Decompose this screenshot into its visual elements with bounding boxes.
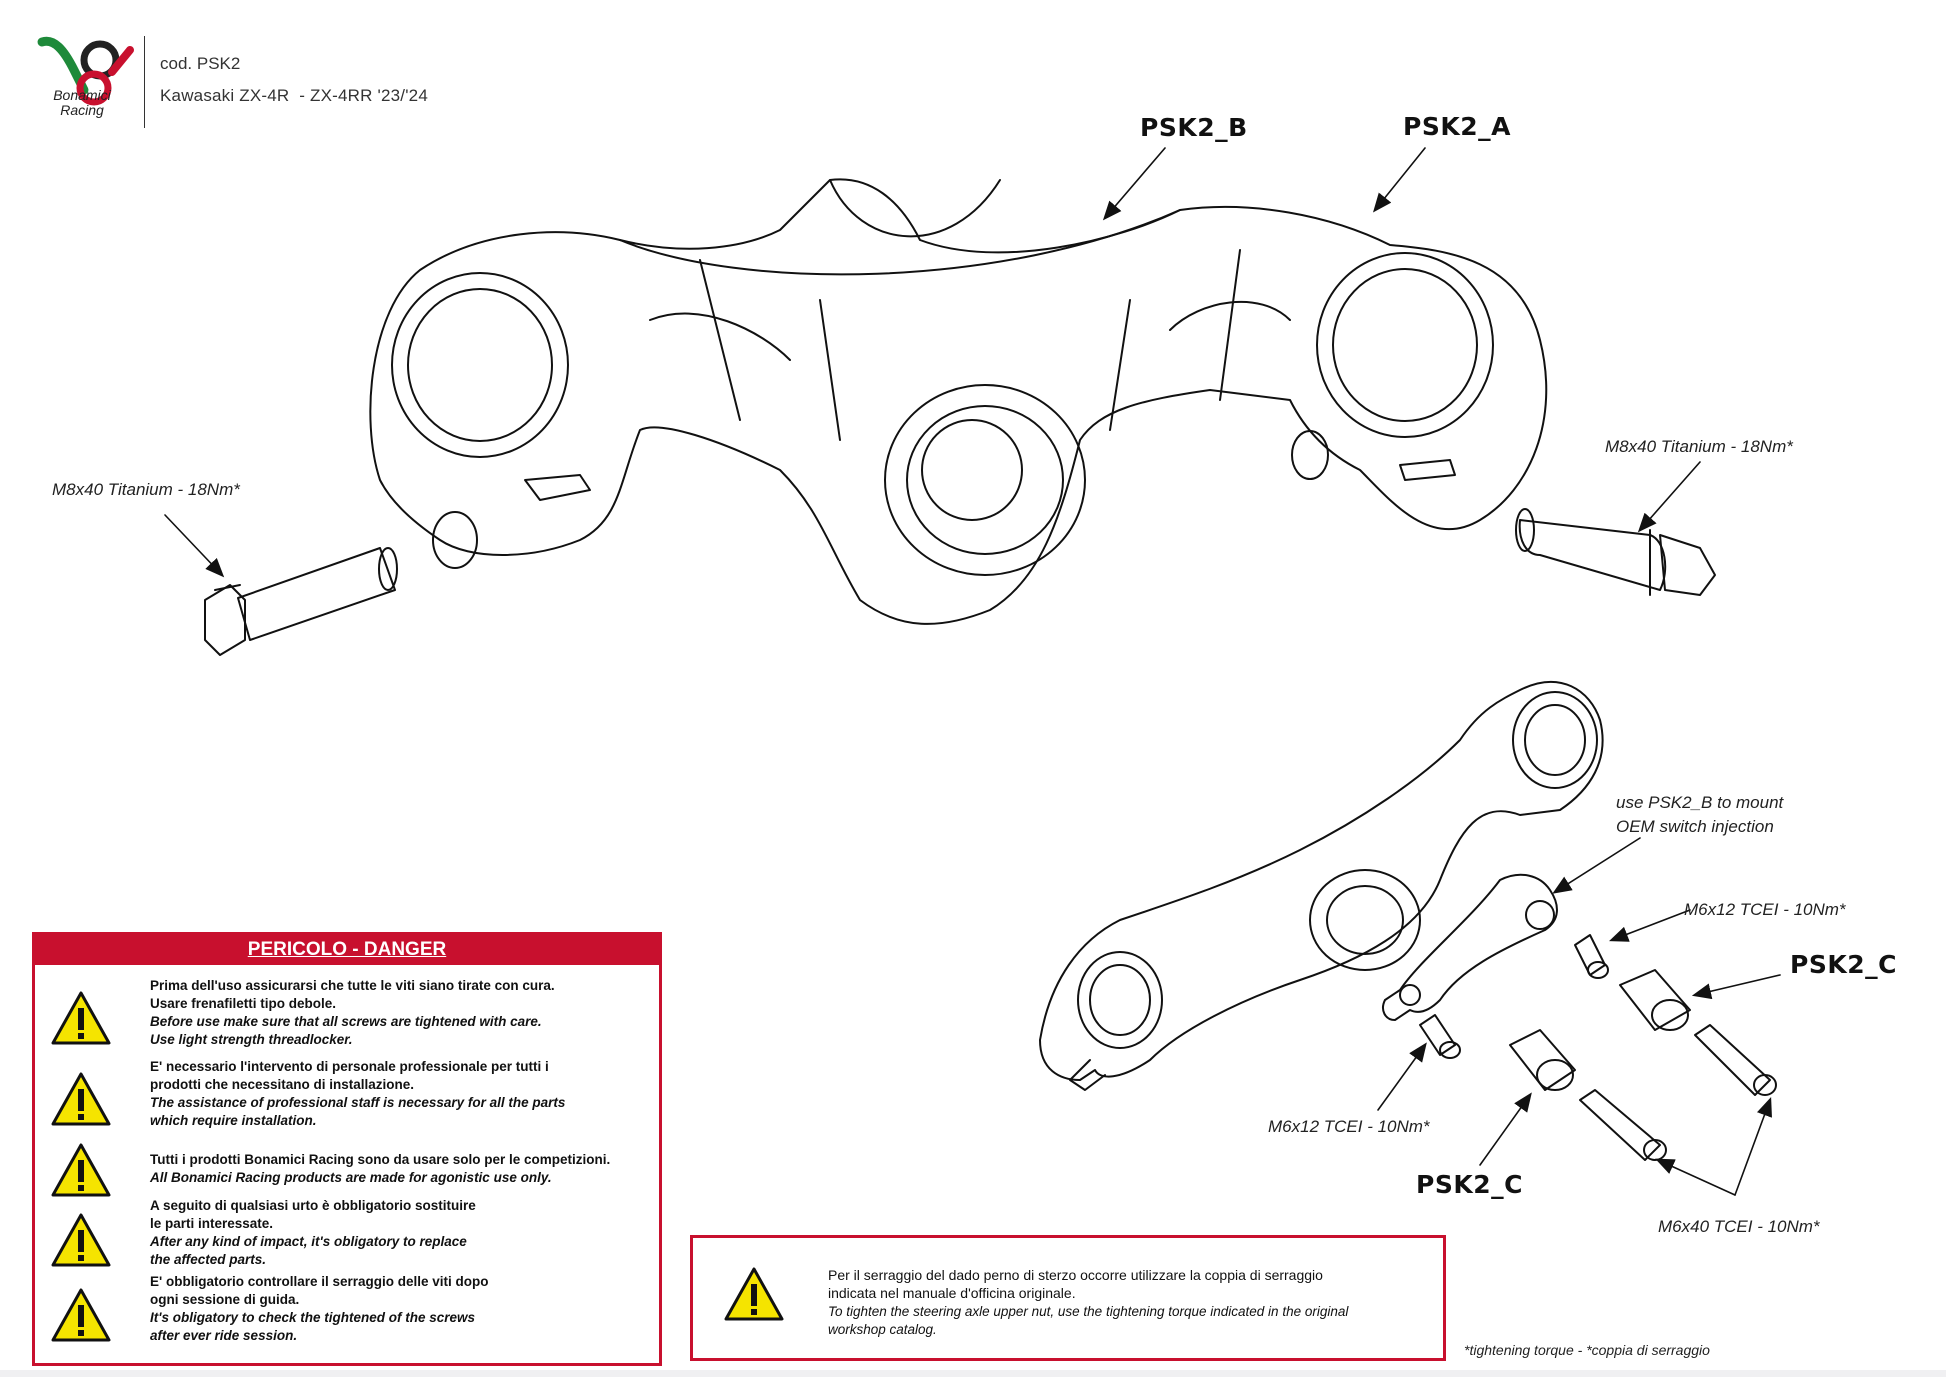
danger-item-2-en1: The assistance of professional staff is … [150, 1095, 566, 1110]
steering-note-it1: Per il serraggio del dado perno di sterz… [828, 1267, 1323, 1283]
steering-note-en2: workshop catalog. [828, 1322, 937, 1337]
danger-item-4-en2: the affected parts. [150, 1252, 267, 1267]
danger-item-5-en1: It's obligatory to check the tightened o… [150, 1310, 476, 1325]
warning-icon [51, 1213, 111, 1267]
note-bolt-right: M8x40 Titanium - 18Nm* [1605, 437, 1793, 456]
danger-item-5-en2: after ever ride session. [150, 1328, 298, 1343]
warning-icon [724, 1267, 784, 1321]
spacer-psk2-c-bottom [1509, 1029, 1576, 1091]
warning-icon [51, 1288, 111, 1342]
leader-arrows [164, 147, 1781, 1196]
logo-text: Bonamici Racing [32, 88, 132, 118]
danger-title: PERICOLO - DANGER [35, 935, 659, 965]
triple-clamp-top-view [369, 178, 1548, 625]
warning-icon [51, 991, 111, 1045]
product-code: cod. PSK2 [160, 54, 241, 73]
bonamici-logo [37, 36, 134, 106]
label-psk2-c-bottom: PSK2_C [1416, 1170, 1523, 1199]
steering-note-box: Per il serraggio del dado perno di sterz… [690, 1235, 1446, 1361]
note-use-psk2-b-line2: OEM switch injection [1616, 817, 1774, 836]
spacer-psk2-c-right [1619, 969, 1691, 1031]
note-m6x40: M6x40 TCEI - 10Nm* [1658, 1217, 1820, 1236]
danger-box: PERICOLO - DANGER Prima dell'uso assicur… [32, 932, 662, 1366]
steering-note-en1: To tighten the steering axle upper nut, … [828, 1304, 1349, 1319]
note-m6x12-right: M6x12 TCEI - 10Nm* [1684, 900, 1846, 919]
warning-icon [51, 1072, 111, 1126]
danger-item-1: Prima dell'uso assicurarsi che tutte le … [150, 977, 555, 1049]
label-psk2-b: PSK2_B [1140, 113, 1248, 142]
logo-text-line2: Racing [60, 102, 104, 118]
danger-item-5-it1: E' obbligatorio controllare il serraggio… [150, 1274, 489, 1289]
note-m6x12-bottom: M6x12 TCEI - 10Nm* [1268, 1117, 1430, 1136]
bottom-bar [0, 1370, 1946, 1377]
danger-item-1-en1: Before use make sure that all screws are… [150, 1014, 542, 1029]
footnote: *tightening torque - *coppia di serraggi… [1464, 1342, 1710, 1358]
bolt-right-m8x40 [1515, 508, 1716, 596]
screw-m6x12-right [1574, 934, 1609, 979]
danger-item-5: E' obbligatorio controllare il serraggio… [150, 1273, 489, 1345]
danger-item-2-it2: prodotti che necessitano di installazion… [150, 1077, 415, 1092]
screw-m6x12-bottom [1419, 1014, 1461, 1059]
logo-text-line1: Bonamici [53, 87, 111, 103]
screw-m6x40-right [1694, 1024, 1777, 1096]
note-use-psk2-b-line1: use PSK2_B to mount [1616, 793, 1784, 812]
danger-item-3-it1: Tutti i prodotti Bonamici Racing sono da… [150, 1152, 611, 1167]
header-divider [144, 36, 145, 128]
danger-item-1-it1: Prima dell'uso assicurarsi che tutte le … [150, 978, 555, 993]
danger-item-2: E' necessario l'intervento di personale … [150, 1058, 565, 1130]
danger-item-4: A seguito di qualsiasi urto è obbligator… [150, 1197, 476, 1269]
steering-note-it2: indicata nel manuale d'officina original… [828, 1285, 1076, 1301]
danger-item-3-en1: All Bonamici Racing products are made fo… [150, 1170, 552, 1185]
danger-item-2-it1: E' necessario l'intervento di personale … [150, 1059, 549, 1074]
danger-item-1-en2: Use light strength threadlocker. [150, 1032, 353, 1047]
psk2-b-bracket [1382, 873, 1558, 1021]
vehicle-model: Kawasaki ZX-4R - ZX-4RR '23/'24 [160, 86, 428, 105]
danger-item-5-it2: ogni sessione di guida. [150, 1292, 300, 1307]
danger-item-4-it2: le parti interessate. [150, 1216, 274, 1231]
bolt-left-m8x40 [204, 547, 398, 656]
label-psk2-a: PSK2_A [1403, 112, 1511, 141]
label-psk2-c-right: PSK2_C [1790, 950, 1897, 979]
note-bolt-left: M8x40 Titanium - 18Nm* [52, 480, 240, 499]
triple-clamp-iso-view [1039, 680, 1604, 1091]
steering-note-it: Per il serraggio del dado perno di sterz… [828, 1266, 1323, 1302]
danger-item-4-it1: A seguito di qualsiasi urto è obbligator… [150, 1198, 476, 1213]
screw-m6x40-bottom [1579, 1089, 1667, 1161]
danger-item-3: Tutti i prodotti Bonamici Racing sono da… [150, 1151, 610, 1187]
danger-item-1-it2: Usare frenafiletti tipo debole. [150, 996, 337, 1011]
danger-item-4-en1: After any kind of impact, it's obligator… [150, 1234, 467, 1249]
warning-icon [51, 1143, 111, 1197]
steering-note-en: To tighten the steering axle upper nut, … [828, 1303, 1348, 1339]
danger-item-2-en2: which require installation. [150, 1113, 317, 1128]
